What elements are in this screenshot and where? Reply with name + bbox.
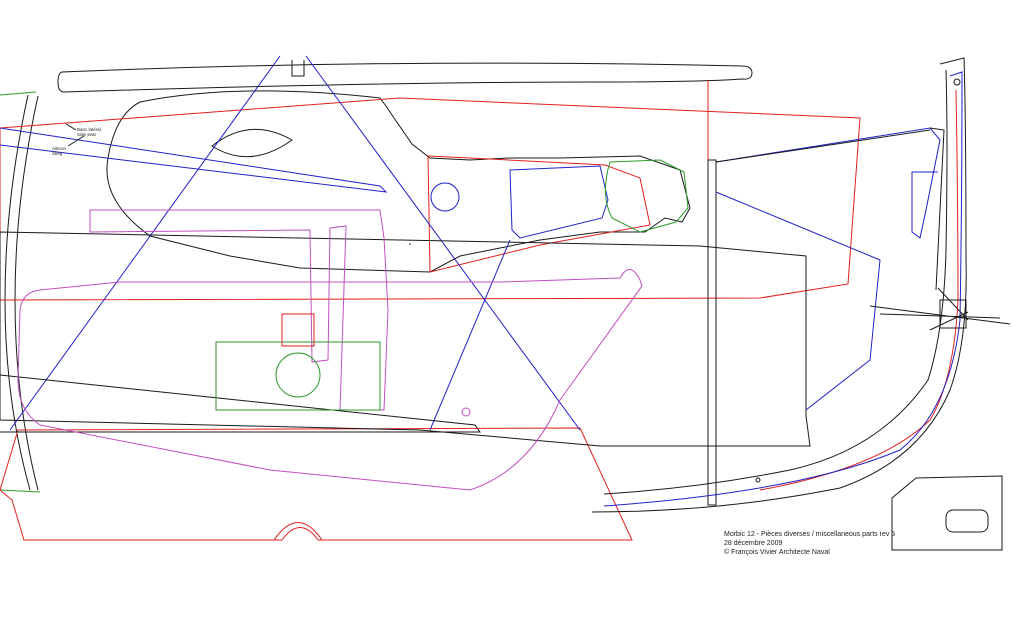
side-seat-leader [65, 123, 77, 131]
stem-hole-top [953, 78, 961, 86]
magenta-outline-part [17, 269, 643, 491]
stem-outer-edge [591, 57, 967, 513]
stem-inner-edge [603, 69, 948, 495]
black-frame-long [0, 231, 811, 447]
left-frame-edge [4, 94, 39, 491]
red-small-square [281, 313, 315, 347]
bottom-right-panel [891, 475, 1003, 551]
side-seat-label-fr: Banc latéral [77, 127, 101, 132]
green-circle-part [275, 352, 321, 398]
right-black-bulkhead [715, 127, 945, 291]
skeg-label-fr: Aileron [52, 146, 67, 151]
magenta-small-circle [461, 407, 471, 417]
blue-triangle [9, 55, 581, 431]
right-blue-bulkhead [715, 127, 941, 411]
top-strip-part [57, 62, 753, 93]
red-bottom-notch [273, 522, 323, 541]
stem-red-line [759, 89, 959, 491]
title-line-2: 28 décembre 2009 [724, 540, 782, 547]
stem-hole-bottom [755, 477, 761, 483]
skeg-leader [67, 135, 85, 147]
side-seat-label: Banc latéral Side seat [77, 127, 101, 137]
oval-cutout [211, 128, 293, 158]
blue-rounded-panel [509, 165, 609, 239]
green-rect-part [215, 341, 381, 411]
magenta-top-part [89, 209, 389, 411]
blue-diagonal-long [0, 127, 388, 193]
stem-hatch [939, 299, 967, 329]
red-bottom-part [0, 427, 633, 541]
blue-line-mid [429, 239, 511, 431]
blue-circle-part [430, 182, 460, 212]
center-dot [409, 243, 411, 245]
left-green-part [0, 91, 41, 493]
top-strip-notch [291, 60, 305, 77]
green-end-piece [605, 159, 689, 233]
right-vertical-board [707, 159, 717, 506]
title-line-1: Morbic 12 - Pièces diverses / miscellane… [724, 531, 895, 538]
red-frame-outline [0, 97, 861, 301]
bottom-right-slot [945, 509, 989, 533]
title-line-3: © François Vivier Architecte Naval [724, 548, 830, 556]
skeg-label: Aileron Skeg [52, 146, 67, 156]
stem-blue-line [603, 71, 963, 507]
skeg-label-en: Skeg [52, 151, 63, 156]
red-inner-part [427, 155, 651, 273]
black-diagonal-long [0, 374, 481, 433]
side-seat-label-en: Side seat [77, 132, 97, 137]
title-block: Morbic 12 - Pièces diverses / miscellane… [724, 531, 895, 556]
